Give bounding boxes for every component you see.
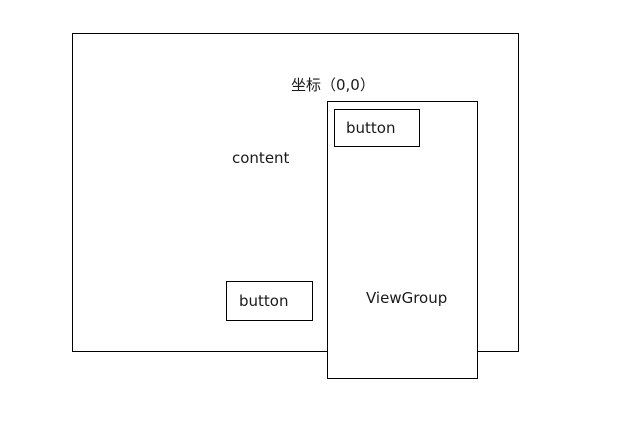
coordinate-origin-label: 坐标（0,0） <box>291 76 375 94</box>
content-button[interactable] <box>226 281 313 321</box>
viewgroup-button[interactable] <box>334 109 420 147</box>
viewgroup-button-label: button <box>346 119 396 137</box>
viewgroup-frame <box>327 101 478 379</box>
content-frame <box>72 33 519 352</box>
content-label: content <box>232 149 290 167</box>
content-button-label: button <box>239 292 289 310</box>
viewgroup-label: ViewGroup <box>366 289 448 307</box>
